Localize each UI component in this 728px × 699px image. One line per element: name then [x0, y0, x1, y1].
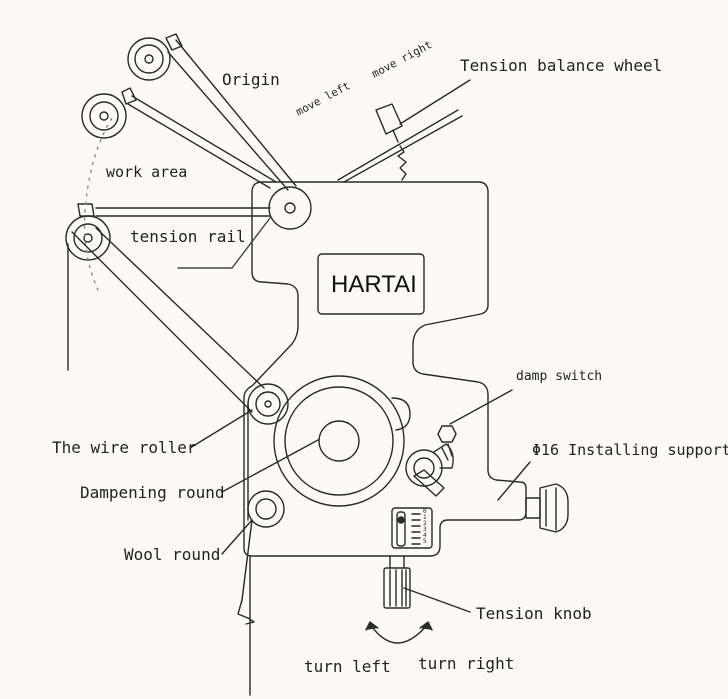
tension-rail-end-pulley [65, 215, 111, 261]
origin-arm [167, 51, 289, 191]
scale-mark: 5 [423, 538, 427, 545]
scale-mark: 0 [423, 508, 427, 515]
scale-plate [391, 507, 433, 549]
scale-mark: 4 [423, 532, 427, 539]
leader-tension-knob [403, 587, 471, 613]
wool-round [247, 490, 285, 528]
turn-arrow [369, 623, 429, 644]
label-tension-rail: tension rail [130, 227, 246, 246]
wire-path [95, 227, 265, 389]
brand-plate [317, 253, 425, 315]
leader-wool-round [221, 519, 253, 555]
label-turn-right: turn right [418, 654, 515, 673]
leader-dampening [221, 439, 319, 493]
label-damp-switch: damp switch [516, 369, 603, 384]
work-area-arm [127, 103, 271, 189]
label-work-area: work area [106, 163, 188, 181]
work-area-pulley [81, 93, 127, 139]
tension-balance-wheel [375, 103, 403, 135]
support-knob [539, 483, 569, 533]
balance-wheel-rod [337, 109, 459, 181]
label-origin: Origin [222, 70, 280, 89]
label-installing-support: Φ16 Installing support [532, 441, 728, 459]
scale-mark: 2 [423, 520, 427, 527]
dampening-round [273, 375, 405, 507]
scale-mark: 3 [423, 526, 427, 533]
label-tension-knob: Tension knob [476, 604, 592, 623]
label-tension-balance-wheel: Tension balance wheel [460, 56, 663, 75]
damp-switch-dial [433, 443, 454, 469]
label-turn-left: turn left [304, 657, 391, 676]
main-body-outline [243, 181, 527, 557]
balance-spring [397, 145, 407, 181]
leader-wire-roller [189, 409, 253, 449]
origin-pulley [127, 37, 171, 81]
brand-name: HARTAI [331, 271, 417, 298]
tension-rail-pulley-hub [284, 202, 296, 214]
wire-roller [247, 383, 289, 425]
leader-installing [497, 461, 531, 501]
label-wire-roller: The wire roller [52, 438, 197, 457]
scale-mark: 1 [423, 514, 427, 521]
support-shaft [525, 497, 541, 519]
label-dampening-round: Dampening round [80, 483, 225, 502]
tension-knob [383, 567, 411, 609]
tension-rail-pulley [268, 186, 312, 230]
label-wool-round: Wool round [124, 545, 221, 564]
damp-switch-bolt [437, 425, 457, 443]
leader-balance-wheel [399, 79, 471, 125]
